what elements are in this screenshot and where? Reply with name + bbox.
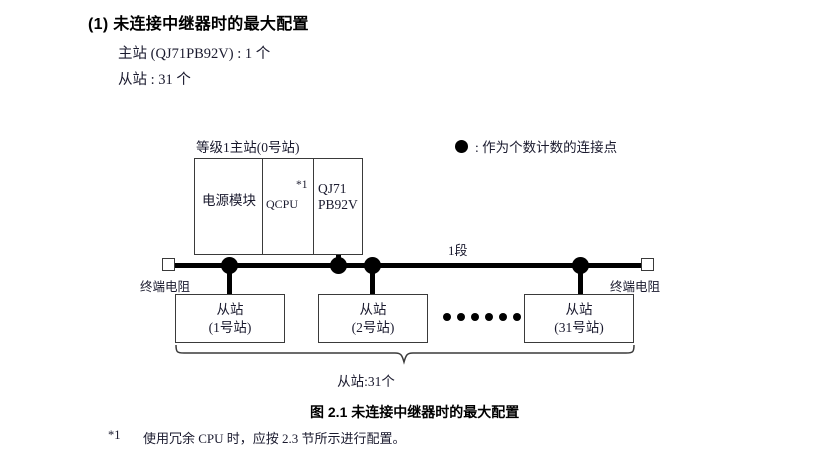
qj71pb92v-line2: PB92V: [318, 197, 358, 213]
master-divider-1: [262, 158, 263, 255]
figure-caption: 图 2.1 未连接中继器时的最大配置: [310, 404, 520, 420]
slave-station-box: 从站 (31号站): [524, 294, 634, 343]
slave-drop-stub: [227, 264, 232, 295]
terminator-right-label: 终端电阻: [610, 280, 661, 294]
slave-station-box: 从站 (1号站): [175, 294, 285, 343]
ellipsis-dot: [457, 313, 465, 321]
slave-group-brace: [170, 344, 640, 375]
legend: : 作为个数计数的连接点: [455, 136, 617, 156]
slave-station-number: (2号站): [351, 319, 395, 335]
footnote-mark: *1: [108, 428, 121, 442]
master-count-line: 主站 (QJ71PB92V) : 1 个: [118, 46, 271, 62]
ellipsis-dot: [485, 313, 493, 321]
segment-label: 1段: [448, 243, 468, 258]
qj71pb92v-line1: QJ71: [318, 181, 347, 196]
qj71pb92v-module-label: QJ71 PB92V: [318, 181, 358, 214]
power-supply-module-label: 电源模块: [202, 193, 256, 208]
legend-label: : 作为个数计数的连接点: [475, 140, 618, 155]
master-station-box: [194, 158, 363, 255]
slave-station-number: (1号站): [208, 319, 252, 335]
filled-circle-icon: [455, 139, 468, 153]
slave-drop-stub: [370, 264, 375, 295]
slave-title: 从站: [565, 302, 593, 318]
slave-total-label: 从站:31个: [337, 374, 395, 389]
slave-count-line: 从站 : 31 个: [118, 72, 191, 88]
terminator-resistor-left-icon: [162, 258, 175, 271]
slave-title: 从站: [359, 302, 387, 318]
terminator-resistor-right-icon: [641, 258, 654, 271]
master-station-label: 等级1主站(0号站): [196, 140, 300, 155]
connection-node: [330, 257, 347, 274]
ellipsis-dots: [443, 313, 521, 321]
ellipsis-dot: [513, 313, 521, 321]
qcpu-footnote-mark: *1: [296, 179, 308, 191]
footnote-text: 使用冗余 CPU 时，应按 2.3 节所示进行配置。: [143, 431, 406, 446]
slave-drop-stub: [578, 264, 583, 295]
ellipsis-dot: [471, 313, 479, 321]
bus-trunk-line: [174, 263, 642, 268]
qcpu-module-label: QCPU: [266, 197, 299, 211]
master-divider-2: [313, 158, 314, 255]
section-heading: (1) 未连接中继器时的最大配置: [88, 16, 309, 33]
slave-station-box: 从站 (2号站): [318, 294, 428, 343]
terminator-left-label: 终端电阻: [140, 280, 191, 294]
ellipsis-dot: [443, 313, 451, 321]
ellipsis-dot: [499, 313, 507, 321]
slave-station-number: (31号站): [554, 319, 604, 335]
slave-title: 从站: [216, 302, 244, 318]
